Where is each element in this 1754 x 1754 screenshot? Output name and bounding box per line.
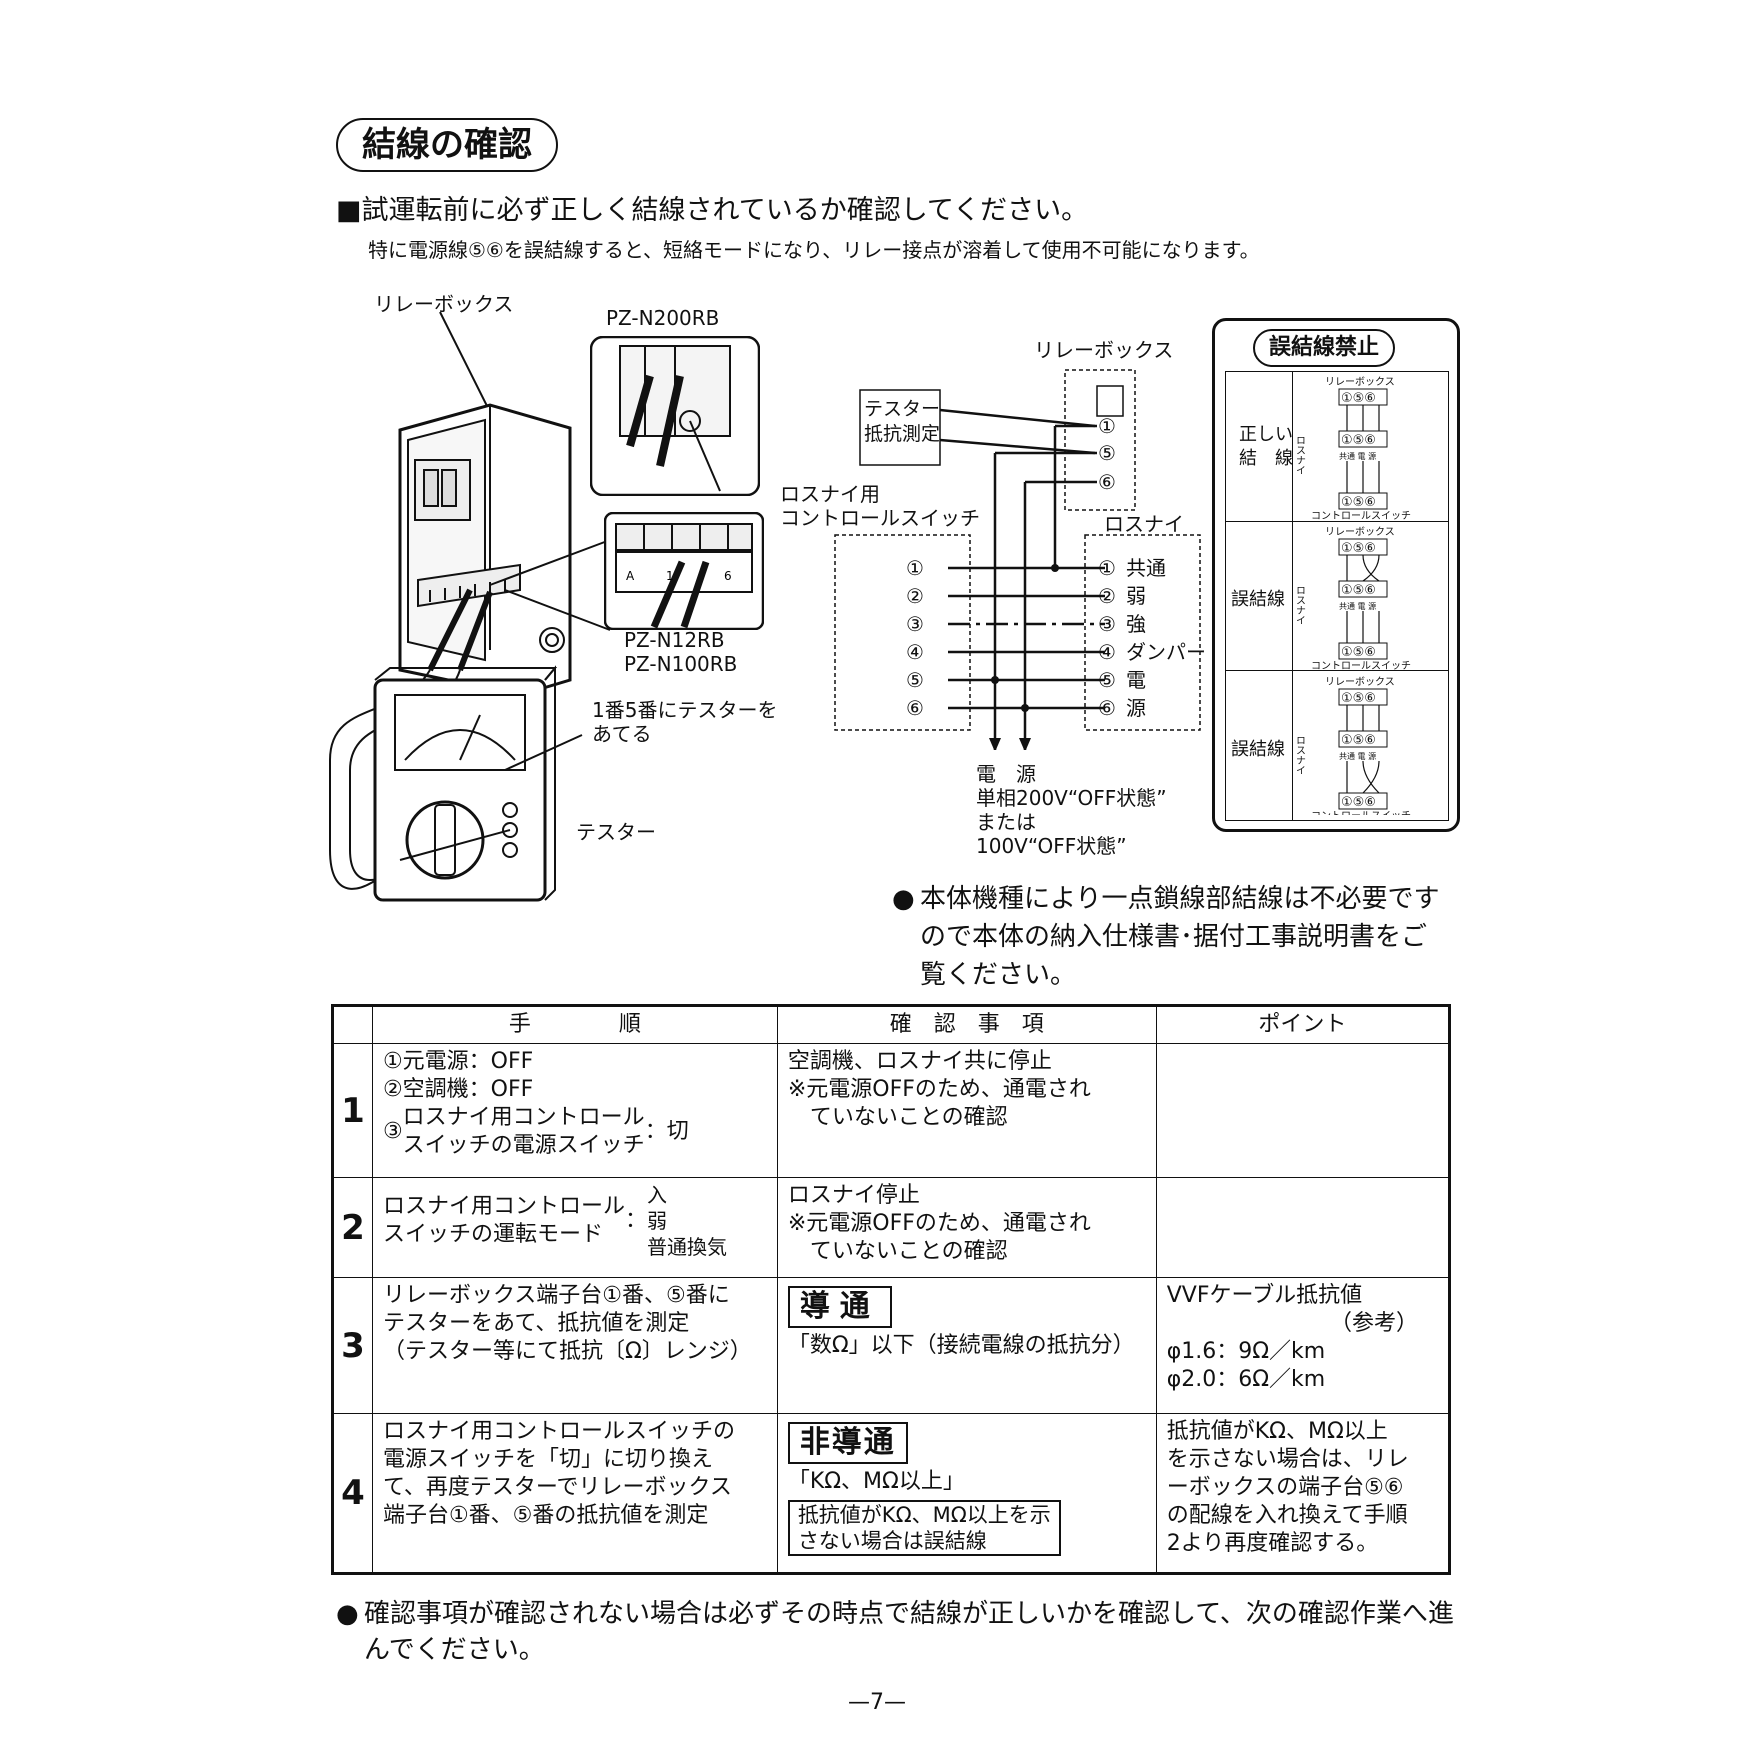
svg-text:ロスナイ: ロスナイ	[1295, 585, 1306, 625]
reference-box-title: 誤結線禁止	[1253, 329, 1396, 367]
svg-text:ロスナイ: ロスナイ	[1295, 435, 1306, 475]
losnay-terminal-name: 弱	[1126, 584, 1146, 608]
power-label-4: 100V“OFF状態”	[976, 834, 1127, 858]
switch-terminal: ③	[906, 612, 924, 636]
switch-terminal: ⑥	[906, 696, 924, 720]
bottom-note: ● 確認事項が確認されない場合は必ずその時点で結線が正しいかを確認して、次の確認…	[336, 1599, 1454, 1665]
losnay-terminal-name: 強	[1126, 612, 1146, 636]
power-label-3: または	[976, 810, 1036, 834]
svg-text:共通 電 源: 共通 電 源	[1339, 601, 1376, 611]
svg-text:リレーボックス: リレーボックス	[1325, 676, 1395, 688]
step-number: 3	[332, 1277, 373, 1414]
header-point: ポイント	[1155, 1005, 1451, 1044]
losnay-terminal: ①	[1098, 556, 1116, 580]
losnay-terminal-name: 共通	[1126, 556, 1166, 580]
pz-n200rb-detail	[590, 336, 760, 496]
wiring-reference-box: 誤結線禁止 正しい結 線 誤結線 誤結線 リレーボックス ①⑤⑥ ロスナイ ①⑤…	[1212, 318, 1460, 832]
svg-text:①⑤⑥: ①⑤⑥	[1341, 391, 1376, 406]
header-procedure: 手 順	[371, 1005, 778, 1044]
losnay-terminal: ④	[1098, 640, 1116, 664]
switch-terminal: ⑤	[906, 668, 924, 692]
relay-box-label: リレーボックス	[374, 292, 514, 316]
switch-terminal: ②	[906, 584, 924, 608]
step-number: 1	[332, 1043, 373, 1178]
relay-box-illustration	[329, 311, 611, 902]
reference-mini-diagrams: リレーボックス ①⑤⑥ ロスナイ ①⑤⑥ 共通 電 源 ①⑤⑥ コントロールスイ…	[1295, 376, 1411, 815]
reference-row-label: 正しい結 線	[1239, 424, 1293, 469]
losnay-terminal: ⑤	[1098, 668, 1116, 692]
pz-n12rb-detail: A 1 6	[604, 512, 764, 630]
svg-text:コントロールスイッチ: コントロールスイッチ	[1311, 510, 1411, 522]
switch-terminal: ④	[906, 640, 924, 664]
svg-text:リレーボックス: リレーボックス	[1325, 526, 1395, 538]
losnay-terminal-name: ダンパー	[1126, 640, 1206, 664]
model-pz-n200rb-label: PZ-N200RB	[606, 306, 720, 330]
svg-text:共通 電 源: 共通 電 源	[1339, 451, 1376, 461]
svg-text:①⑤⑥: ①⑤⑥	[1341, 433, 1376, 448]
losnay-terminal: ⑥	[1098, 696, 1116, 720]
tester-label: テスター	[576, 820, 656, 844]
page-number: —7—	[848, 1690, 906, 1715]
tester-box-label-2: 抵抗測定	[864, 423, 941, 445]
reference-row-label: 誤結線	[1231, 739, 1285, 760]
switch-label-line1: ロスナイ用	[780, 482, 880, 506]
wiring-diagram	[834, 369, 1201, 750]
svg-text:①⑤⑥: ①⑤⑥	[1341, 733, 1376, 748]
svg-text:①⑤⑥: ①⑤⑥	[1341, 691, 1376, 706]
header-check: 確 認 事 項	[776, 1005, 1157, 1044]
relay-terminal-5: ⑤	[1098, 441, 1116, 465]
warning-subtext: 特に電源線⑤⑥を誤結線すると、短絡モードになり、リレー接点が溶着して使用不可能に…	[368, 238, 1260, 262]
table-row: 3 リレーボックス端子台①番、⑤番に テスターをあて、抵抗値を測定 （テスター等…	[332, 1277, 1451, 1414]
svg-text:コントロールスイッチ: コントロールスイッチ	[1311, 660, 1411, 672]
losnay-terminal-name: 源	[1126, 696, 1146, 720]
table-row: 4 ロスナイ用コントロールスイッチの 電源スイッチを「切」に切り換え て、再度テ…	[332, 1413, 1451, 1574]
losnay-terminal: ②	[1098, 584, 1116, 608]
tester-instruction-line2: あてる	[592, 722, 652, 746]
losnay-terminal-name: 電	[1126, 668, 1146, 692]
tester-box-label-1: テスター	[864, 398, 941, 420]
svg-text:リレーボックス: リレーボックス	[1325, 376, 1395, 388]
non-continuity-label: 非導通	[787, 1422, 908, 1464]
confirmation-steps-table: 手 順 確 認 事 項 ポイント 1 ①元電源：OFF ②空調機：OFF ③ ロ…	[331, 1004, 1451, 1575]
table-header-row: 手 順 確 認 事 項 ポイント	[332, 1005, 1451, 1044]
svg-text:①⑤⑥: ①⑤⑥	[1341, 795, 1376, 810]
svg-text:①⑤⑥: ①⑤⑥	[1341, 495, 1376, 510]
step-number: 4	[332, 1413, 373, 1574]
table-row: 1 ①元電源：OFF ②空調機：OFF ③ ロスナイ用コントロールスイッチの電源…	[332, 1043, 1451, 1178]
table-row: 2 ロスナイ用コントロールスイッチの運転モード ： 入弱普通換気 ロスナイ停止 …	[332, 1177, 1451, 1278]
page-title: 結線の確認	[336, 118, 558, 172]
switch-terminal: ①	[906, 556, 924, 580]
relay-box-label-2: リレーボックス	[1034, 338, 1174, 362]
svg-text:A: A	[626, 569, 635, 583]
model-pz-n100rb-label: PZ-N100RB	[624, 652, 738, 676]
section-heading: ■試運転前に必ず正しく結線されているか確認してください。	[336, 195, 1089, 226]
svg-text:①⑤⑥: ①⑤⑥	[1341, 645, 1376, 660]
svg-text:6: 6	[724, 569, 732, 583]
svg-text:1: 1	[666, 569, 674, 583]
miswiring-warning: 抵抗値がKΩ、MΩ以上を示さない場合は誤結線	[787, 1500, 1061, 1556]
svg-text:コントロールスイッチ: コントロールスイッチ	[1311, 810, 1411, 815]
power-label-2: 単相200V“OFF状態”	[976, 786, 1167, 810]
power-label-1: 電 源	[976, 762, 1036, 786]
reference-row-label: 誤結線	[1231, 589, 1285, 610]
losnay-label: ロスナイ	[1104, 512, 1184, 536]
relay-terminal-6: ⑥	[1098, 470, 1116, 494]
svg-text:共通 電 源: 共通 電 源	[1339, 751, 1376, 761]
step-number: 2	[332, 1177, 373, 1278]
model-pz-n12rb-label: PZ-N12RB	[624, 628, 725, 652]
svg-text:ロスナイ: ロスナイ	[1295, 735, 1306, 775]
model-note: ● 本体機種により一点鎖線部結線は不必要ですので本体の納入仕様書･据付工事説明書…	[892, 884, 1440, 990]
relay-terminal-1: ①	[1098, 414, 1116, 438]
continuity-label: 導通	[787, 1286, 892, 1328]
tester-instruction-line1: 1番5番にテスターを	[592, 698, 778, 722]
svg-text:①⑤⑥: ①⑤⑥	[1341, 541, 1376, 556]
losnay-terminal: ③	[1098, 612, 1116, 636]
switch-label-line2: コントロールスイッチ	[780, 506, 980, 530]
svg-text:①⑤⑥: ①⑤⑥	[1341, 583, 1376, 598]
